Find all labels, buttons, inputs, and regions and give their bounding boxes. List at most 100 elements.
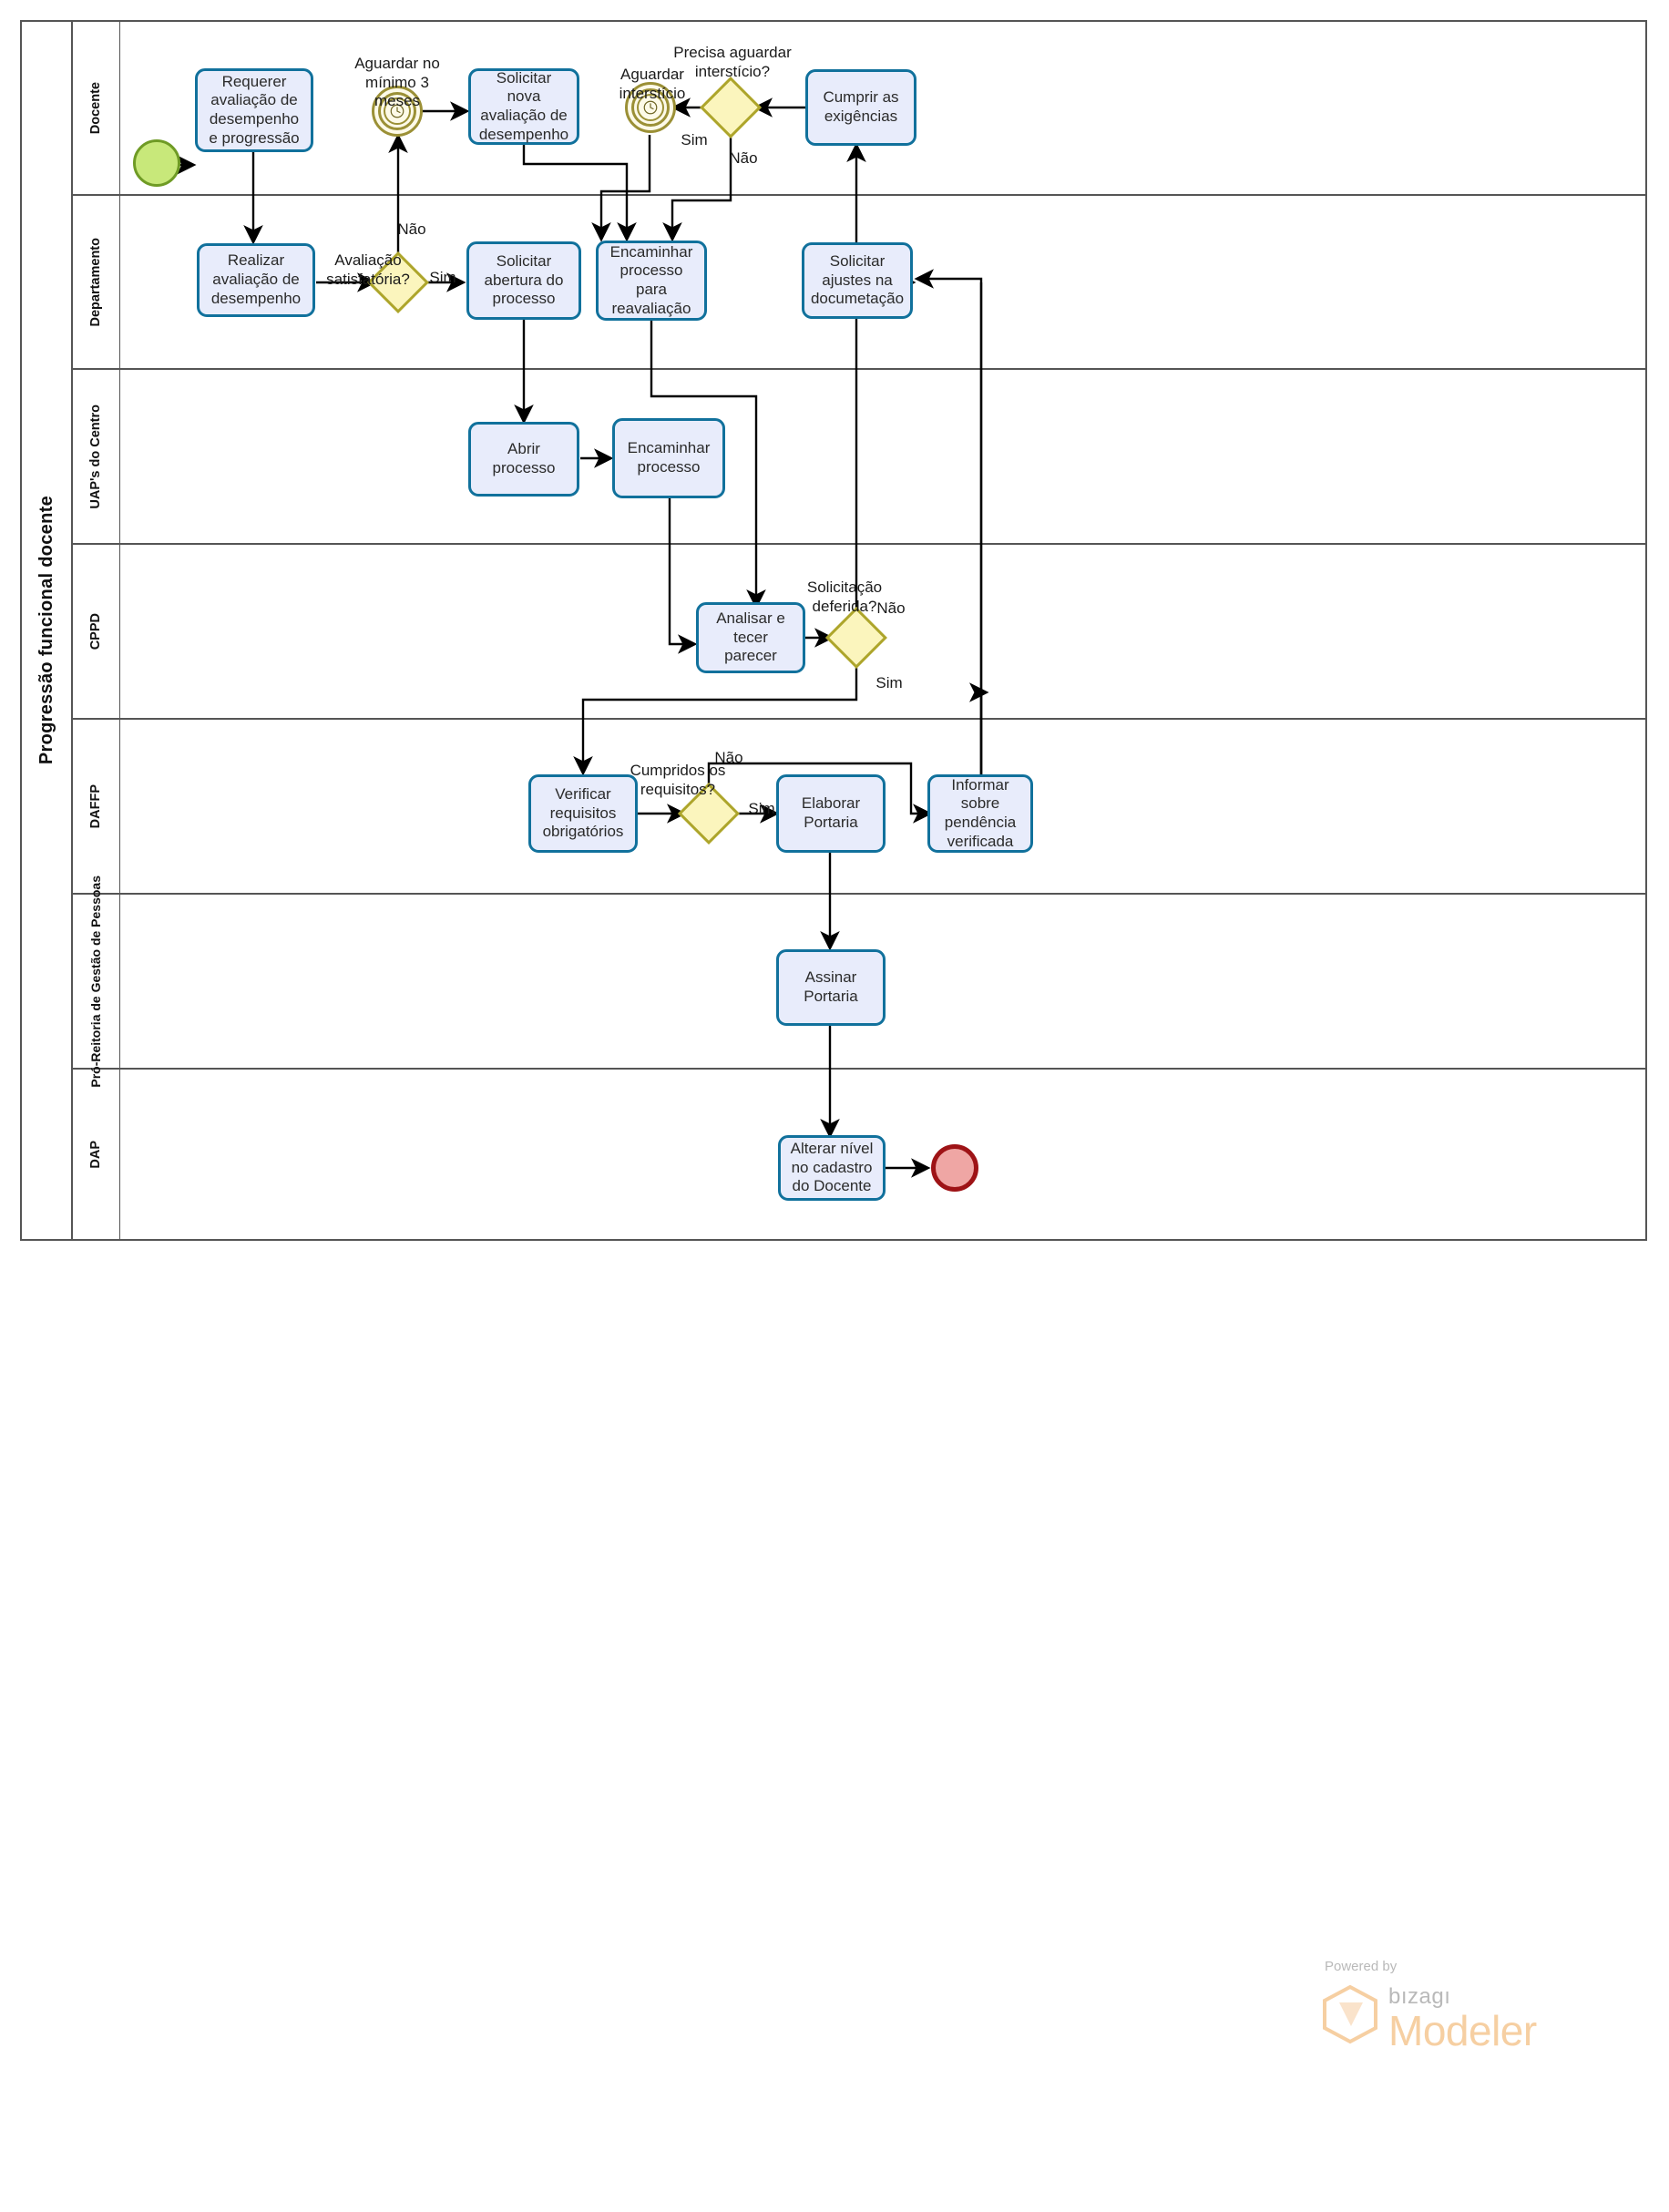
bizagi-hex-logo-icon (1321, 1984, 1379, 2049)
flow-label-text: Sim (429, 269, 456, 287)
timer-ring-inner (378, 92, 416, 130)
task-solicitar-abertura-processo[interactable]: Solicitar abertura do processo (466, 241, 581, 320)
flow-label-text: Não (729, 149, 758, 168)
lane-daffp: DAFFP (73, 720, 1645, 895)
gateway-label-text: Precisa aguardar interstício? (673, 44, 792, 80)
lane-label-uaps: UAP's do Centro (88, 404, 104, 509)
pool-title: Progressão funcional docente (22, 22, 73, 1239)
task-label: Analisar e tecer parecer (716, 609, 785, 665)
lane-label-dap: DAP (88, 1140, 104, 1169)
watermark-modeler: Modeler (1388, 2006, 1537, 2055)
task-label: Assinar Portaria (804, 968, 858, 1005)
flow-label-intersticio-sim: Sim (671, 113, 718, 150)
timer-event-aguardar-intersticio[interactable] (625, 82, 676, 133)
lane-dap: DAP (73, 1070, 1645, 1239)
lane-uaps: UAP's do Centro (73, 370, 1645, 545)
task-label: Verificar requisitos obrigatórios (542, 784, 624, 841)
gateway-label-avaliacao-satisfatoria: Avaliação satisfatória? (304, 233, 432, 289)
watermark-powered-by: Powered by (1325, 1959, 1397, 1974)
timer-event-aguardar-3-meses[interactable] (372, 86, 423, 137)
watermark-bizagi: bızagı (1388, 1984, 1450, 2010)
timer-label-text: Aguardar no mínimo 3 meses (354, 55, 440, 110)
flow-label-text: Sim (875, 674, 903, 692)
flow-label-text: Não (876, 599, 906, 618)
flow-label-requisitos-nao: Não (701, 731, 756, 768)
task-analisar-tecer-parecer[interactable]: Analisar e tecer parecer (696, 602, 805, 673)
timer-label-text: Aguardar interstício (619, 66, 686, 102)
timer-label-aguardar-intersticio: Aguardar interstício (594, 47, 711, 103)
task-label: Realizar avaliação de desempenho (210, 251, 302, 307)
lane-title-docente: Docente (73, 22, 120, 194)
task-assinar-portaria[interactable]: Assinar Portaria (776, 949, 886, 1026)
watermark-modeler-text: Modeler (1388, 2007, 1537, 2054)
task-label: Encaminhar processo (627, 439, 711, 476)
flow-label-text: Sim (748, 800, 775, 818)
gateway-label-text: Solicitação deferida? (806, 579, 883, 615)
clock-icon (384, 97, 411, 125)
end-event[interactable] (931, 1144, 978, 1192)
gateway-label-text: Avaliação satisfatória? (326, 251, 410, 288)
lane-label-cppd: CPPD (88, 612, 104, 650)
gateway-label-precisa-aguardar-intersticio: Precisa aguardar interstício? (650, 26, 814, 81)
task-verificar-requisitos-obrigatorios[interactable]: Verificar requisitos obrigatórios (528, 774, 638, 853)
gateway-label-cumpridos-requisitos: Cumpridos os requisitos? (605, 743, 751, 799)
task-realizar-avaliacao-desempenho[interactable]: Realizar avaliação de desempenho (197, 243, 315, 317)
hex-glyph (1323, 1984, 1377, 2044)
flow-label-requisitos-sim: Sim (734, 782, 789, 819)
lane-label-daffp: DAFFP (88, 783, 104, 829)
lane-title-cppd: CPPD (73, 545, 120, 718)
timer-ring-inner (631, 88, 670, 127)
task-abrir-processo[interactable]: Abrir processo (468, 422, 579, 497)
bizagi-watermark: Powered by bızagı Modeler (1312, 1959, 1622, 2059)
task-label: Solicitar ajustes na documetação (810, 251, 905, 308)
task-label: Elaborar Portaria (801, 794, 861, 831)
lane-docente: Docente (73, 22, 1645, 196)
task-label: Solicitar abertura do processo (484, 251, 564, 308)
task-encaminhar-processo[interactable]: Encaminhar processo (612, 418, 725, 498)
clock-glyph (643, 100, 658, 115)
lane-title-uaps: UAP's do Centro (73, 370, 120, 543)
task-label: Informar sobre pendência verificada (944, 775, 1017, 850)
flow-label-text: Não (714, 749, 743, 767)
flow-label-text: Não (397, 220, 426, 239)
task-elaborar-portaria[interactable]: Elaborar Portaria (776, 774, 886, 853)
task-solicitar-nova-avaliacao[interactable]: Solicitar nova avaliação de desempenho (468, 68, 579, 145)
lane-title-daffp: DAFFP (73, 720, 120, 893)
task-alterar-nivel-cadastro-docente[interactable]: Alterar nível no cadastro do Docente (778, 1135, 886, 1201)
task-solicitar-ajustes-documetacao[interactable]: Solicitar ajustes na documetação (802, 242, 913, 319)
gateway-solicitacao-deferida[interactable] (825, 607, 887, 669)
lane-cppd: CPPD (73, 545, 1645, 720)
task-cumprir-exigencias[interactable]: Cumprir as exigências (805, 69, 916, 146)
gateway-label-text: Cumpridos os requisitos? (630, 762, 726, 798)
clock-glyph (390, 104, 404, 118)
flow-label-intersticio-nao: Não (716, 131, 771, 169)
flow-label-deferida-sim: Sim (862, 656, 916, 693)
watermark-bizagi-text: bızagı (1388, 1984, 1451, 2009)
flow-label-deferida-nao: Não (864, 581, 918, 619)
lane-title-departamento: Departamento (73, 196, 120, 368)
task-encaminhar-processo-reavaliacao[interactable]: Encaminhar processo para reavaliação (596, 241, 707, 321)
start-event[interactable] (133, 139, 180, 187)
flow-label-avaliacao-sim: Sim (415, 251, 470, 288)
gateway-label-solicitacao-deferida: Solicitação deferida? (776, 560, 913, 616)
watermark-powered-text: Powered by (1325, 1959, 1398, 1974)
lane-progep: Pró-Reitoria de Gestão de Pessoas (73, 876, 1645, 1087)
lane-label-progep: Pró-Reitoria de Gestão de Pessoas (88, 875, 104, 1088)
task-label: Alterar nível no cadastro do Docente (790, 1139, 874, 1195)
flow-label-avaliacao-nao: Não (384, 202, 439, 240)
timer-label-aguardar-3-meses: Aguardar no mínimo 3 meses (339, 36, 456, 111)
clock-icon (637, 94, 664, 121)
task-label: Abrir processo (492, 440, 556, 476)
lane-label-docente: Docente (88, 81, 104, 135)
task-label: Solicitar nova avaliação de desempenho (478, 68, 569, 143)
pool-title-label: Progressão funcional docente (36, 496, 56, 765)
lane-label-departamento: Departamento (88, 237, 104, 327)
flow-label-text: Sim (681, 131, 708, 149)
task-label: Requerer avaliação de desempenho e progr… (209, 72, 300, 147)
task-requerer-avaliacao[interactable]: Requerer avaliação de desempenho e progr… (195, 68, 313, 152)
lane-title-dap: DAP (73, 1070, 120, 1239)
task-informar-pendencia-verificada[interactable]: Informar sobre pendência verificada (927, 774, 1033, 853)
task-label: Cumprir as exigências (823, 88, 899, 125)
lane-title-progep: Pró-Reitoria de Gestão de Pessoas (73, 876, 120, 1087)
